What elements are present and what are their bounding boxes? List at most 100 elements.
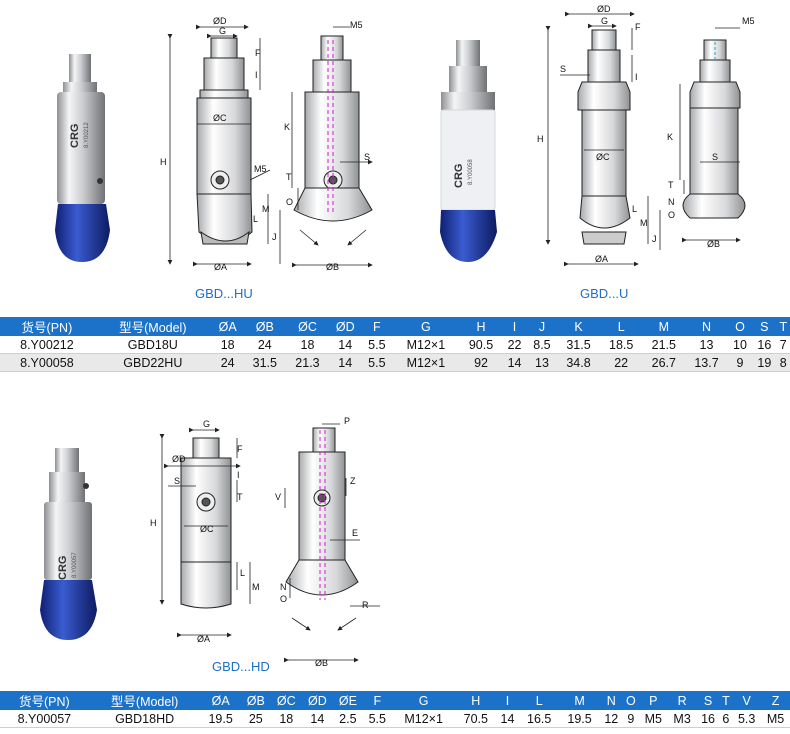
svg-text:F: F [255, 48, 261, 58]
table-cell: 8 [776, 353, 790, 372]
table-cell: 21.5 [642, 336, 686, 354]
svg-text:P: P [344, 416, 350, 426]
svg-text:F: F [635, 22, 641, 32]
table-cell: 5.3 [732, 710, 762, 728]
svg-text:8.Y00057: 8.Y00057 [72, 552, 78, 578]
table-cell: 25 [240, 710, 271, 728]
front-view-u [577, 29, 631, 245]
dim-d-hu: ØD [213, 16, 227, 26]
side-view-hu [293, 35, 373, 222]
table-cell: 14 [328, 353, 362, 372]
svg-text:T: T [668, 180, 674, 190]
product-photo-hu: CRG 8.Y00212 [55, 54, 110, 262]
svg-text:I: I [237, 470, 240, 480]
table-cell: 14 [301, 710, 333, 728]
table-cell: M12×1 [392, 336, 460, 354]
svg-text:O: O [280, 594, 287, 604]
svg-text:ØB: ØB [315, 658, 328, 668]
dim-d-u: ØD [597, 4, 611, 14]
column-header: K [557, 317, 600, 336]
svg-text:Z: Z [350, 476, 356, 486]
svg-text:ØA: ØA [197, 634, 210, 644]
table-cell: 12 [599, 710, 623, 728]
table-cell: 24 [211, 353, 244, 372]
table-cell: 5.5 [361, 353, 393, 372]
svg-text:M: M [262, 204, 270, 214]
caption-gbd-u: GBD...U [580, 286, 629, 301]
table-cell: M12×1 [391, 710, 456, 728]
svg-text:S: S [712, 152, 718, 162]
column-header: I [502, 317, 527, 336]
table-cell: 19 [752, 353, 777, 372]
column-header: P [638, 691, 668, 710]
column-header: ØD [301, 691, 333, 710]
side-view-hd [285, 427, 359, 600]
column-header: 货号(PN) [0, 691, 89, 710]
table-cell: 13 [685, 336, 728, 354]
svg-text:L: L [240, 568, 245, 578]
svg-text:K: K [667, 132, 673, 142]
table-cell: 31.5 [557, 336, 600, 354]
svg-text:J: J [652, 234, 657, 244]
table-cell: 19.5 [559, 710, 600, 728]
svg-text:ØC: ØC [596, 152, 610, 162]
column-header: ØC [286, 317, 329, 336]
svg-text:ØB: ØB [326, 262, 339, 272]
table-cell: 22 [502, 336, 527, 354]
svg-text:8.Y00058: 8.Y00058 [468, 159, 474, 185]
svg-text:K: K [284, 122, 290, 132]
column-header: O [727, 317, 753, 336]
column-header: S [752, 317, 777, 336]
svg-text:T: T [237, 492, 243, 502]
caption-gbd-hu: GBD...HU [195, 286, 253, 301]
table-cell: 19.5 [200, 710, 241, 728]
table-cell: 18 [270, 710, 302, 728]
svg-text:E: E [352, 528, 358, 538]
table-cell: 26.7 [642, 353, 686, 372]
column-header: 型号(Model) [93, 317, 212, 336]
table-cell: 70.5 [455, 710, 496, 728]
table-cell: 14 [495, 710, 520, 728]
svg-text:S: S [560, 64, 566, 74]
front-view-hu [196, 37, 253, 245]
table-cell: 6 [719, 710, 733, 728]
table-cell: 8.Y00057 [0, 710, 89, 728]
side-view-u [682, 39, 746, 219]
column-header: T [776, 317, 790, 336]
column-header: Z [761, 691, 790, 710]
table-cell: M12×1 [392, 353, 460, 372]
column-header: H [459, 317, 503, 336]
svg-text:H: H [150, 518, 157, 528]
column-header: M [559, 691, 600, 710]
table-cell: 34.8 [557, 353, 600, 372]
column-header: ØB [240, 691, 271, 710]
column-header: I [495, 691, 520, 710]
column-header: 型号(Model) [88, 691, 201, 710]
column-header: 货号(PN) [0, 317, 94, 336]
table-cell: GBD18U [93, 336, 212, 354]
svg-text:M5: M5 [350, 20, 363, 30]
table-cell: 22 [599, 353, 643, 372]
svg-text:I: I [255, 70, 258, 80]
product-photo-hd: CRG 8.Y00057 [40, 448, 97, 640]
table-cell: 21.3 [286, 353, 329, 372]
column-header: ØC [270, 691, 302, 710]
svg-text:G: G [219, 26, 226, 36]
drawing-gbd-hd: CRG 8.Y00057 [40, 416, 380, 668]
drawing-gbd-u: CRG 8.Y00058 ØD G F S [440, 4, 755, 267]
svg-text:V: V [275, 492, 281, 502]
column-header: F [362, 691, 392, 710]
table-cell: GBD18HD [88, 710, 201, 728]
caption-gbd-hd: GBD...HD [212, 659, 270, 674]
table-cell: 18 [211, 336, 244, 354]
table-cell: 16 [752, 336, 777, 354]
svg-text:I: I [635, 72, 638, 82]
table-cell: 90.5 [459, 336, 503, 354]
drawing-gbd-hu: CRG 8.Y00212 [55, 16, 373, 272]
svg-text:H: H [537, 134, 544, 144]
column-header: ØA [200, 691, 241, 710]
